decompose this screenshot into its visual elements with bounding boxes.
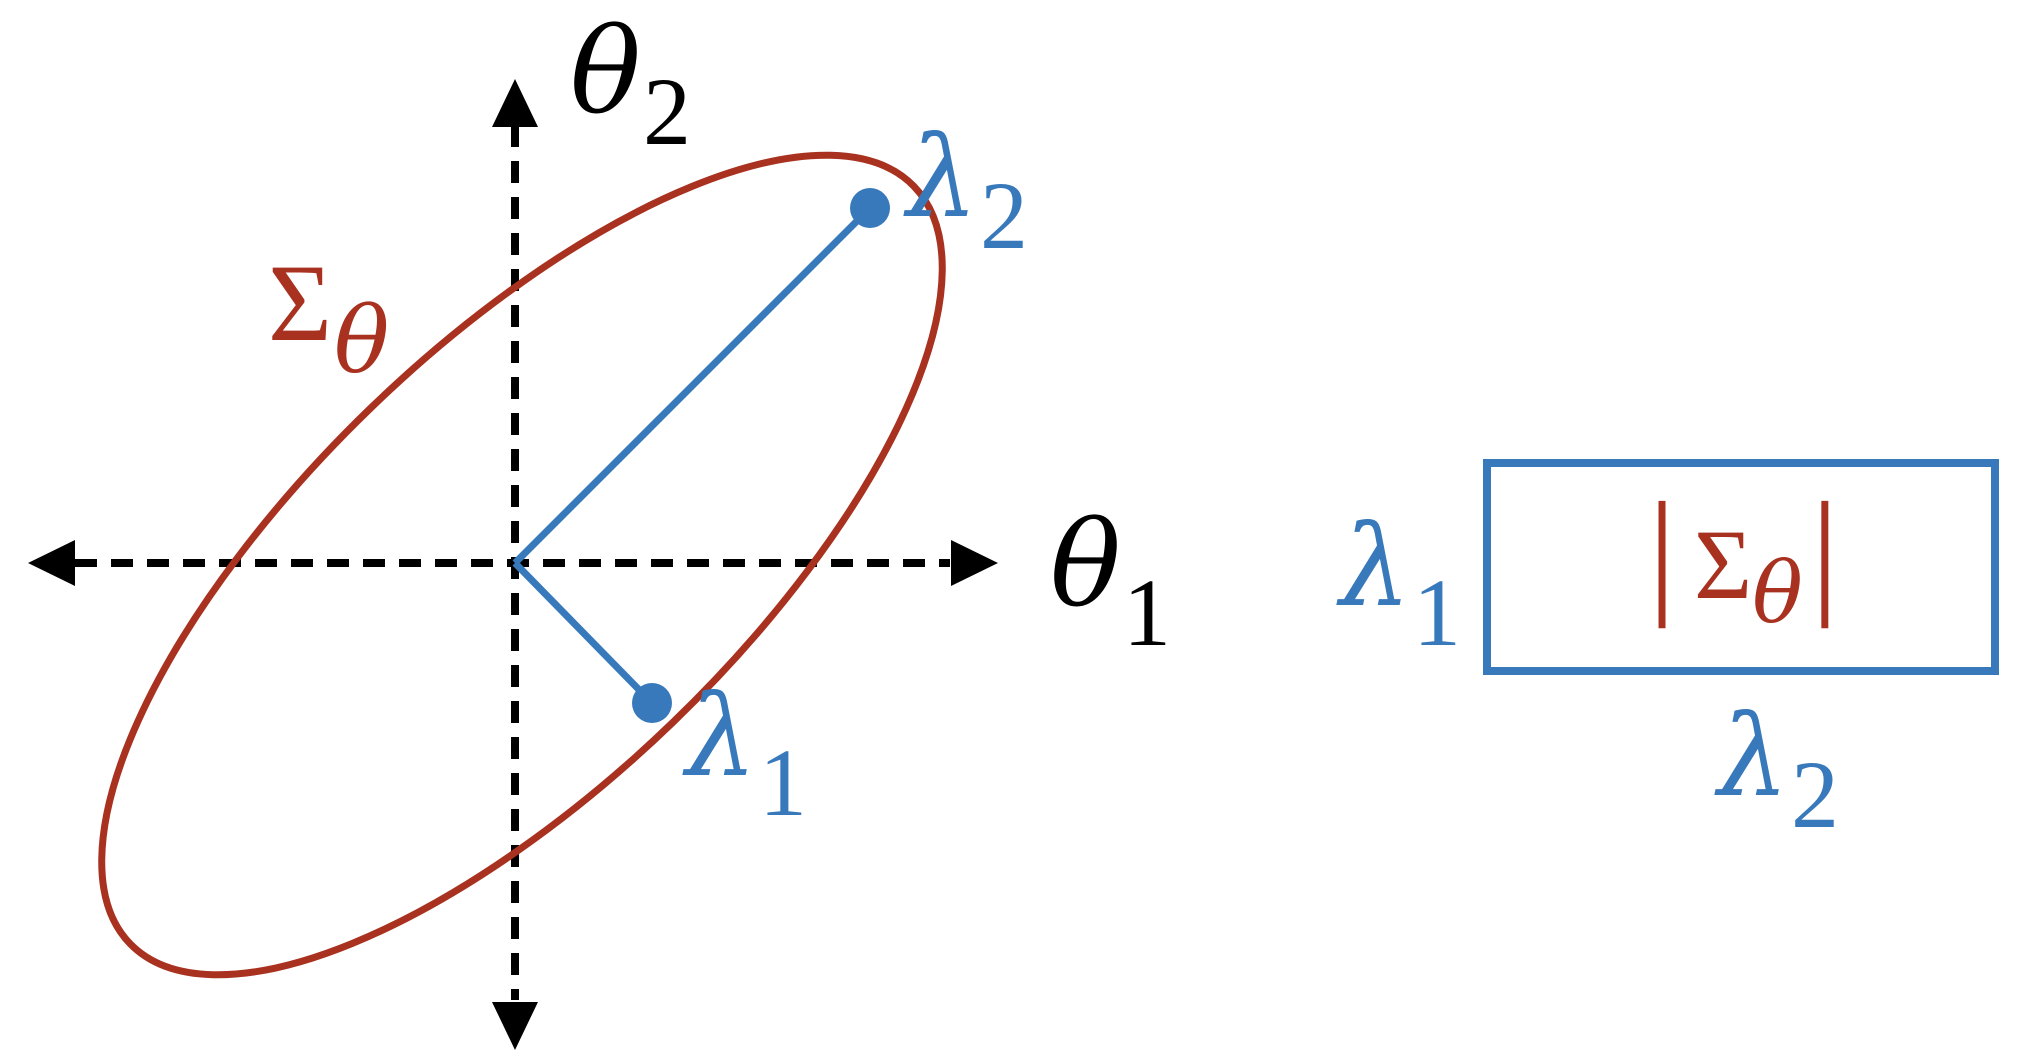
determinant-expression: |Σθ|: [1648, 474, 1839, 642]
x-axis-arrow-left-icon: [28, 540, 75, 586]
theta1-axis-label: θ1: [1050, 495, 1171, 666]
eigen-point-lambda1: [632, 683, 672, 723]
theta2-axis-label: θ2: [570, 2, 691, 165]
determinant-box-group: λ1 λ2 |Σθ|: [1336, 459, 1999, 848]
x-axis-arrow-right-icon: [951, 540, 998, 586]
sigma-theta-label: Σθ: [268, 242, 389, 394]
y-axis-arrow-down-icon: [492, 1002, 538, 1050]
lambda1-point-label: λ1: [682, 672, 807, 836]
box-bottom-label: λ2: [1714, 692, 1839, 848]
y-axis-arrow-up-icon: [492, 79, 538, 127]
lambda2-point-label: λ2: [903, 113, 1028, 269]
box-left-label: λ1: [1336, 502, 1461, 666]
determinant-box: [1483, 459, 1999, 675]
eigenvector-lambda2-line: [512, 205, 873, 566]
eigen-point-lambda2: [850, 188, 890, 228]
eigenvector-lambda1-line: [512, 560, 655, 706]
covariance-ellipse: [98, 151, 946, 979]
eigenvectors: [512, 188, 890, 723]
